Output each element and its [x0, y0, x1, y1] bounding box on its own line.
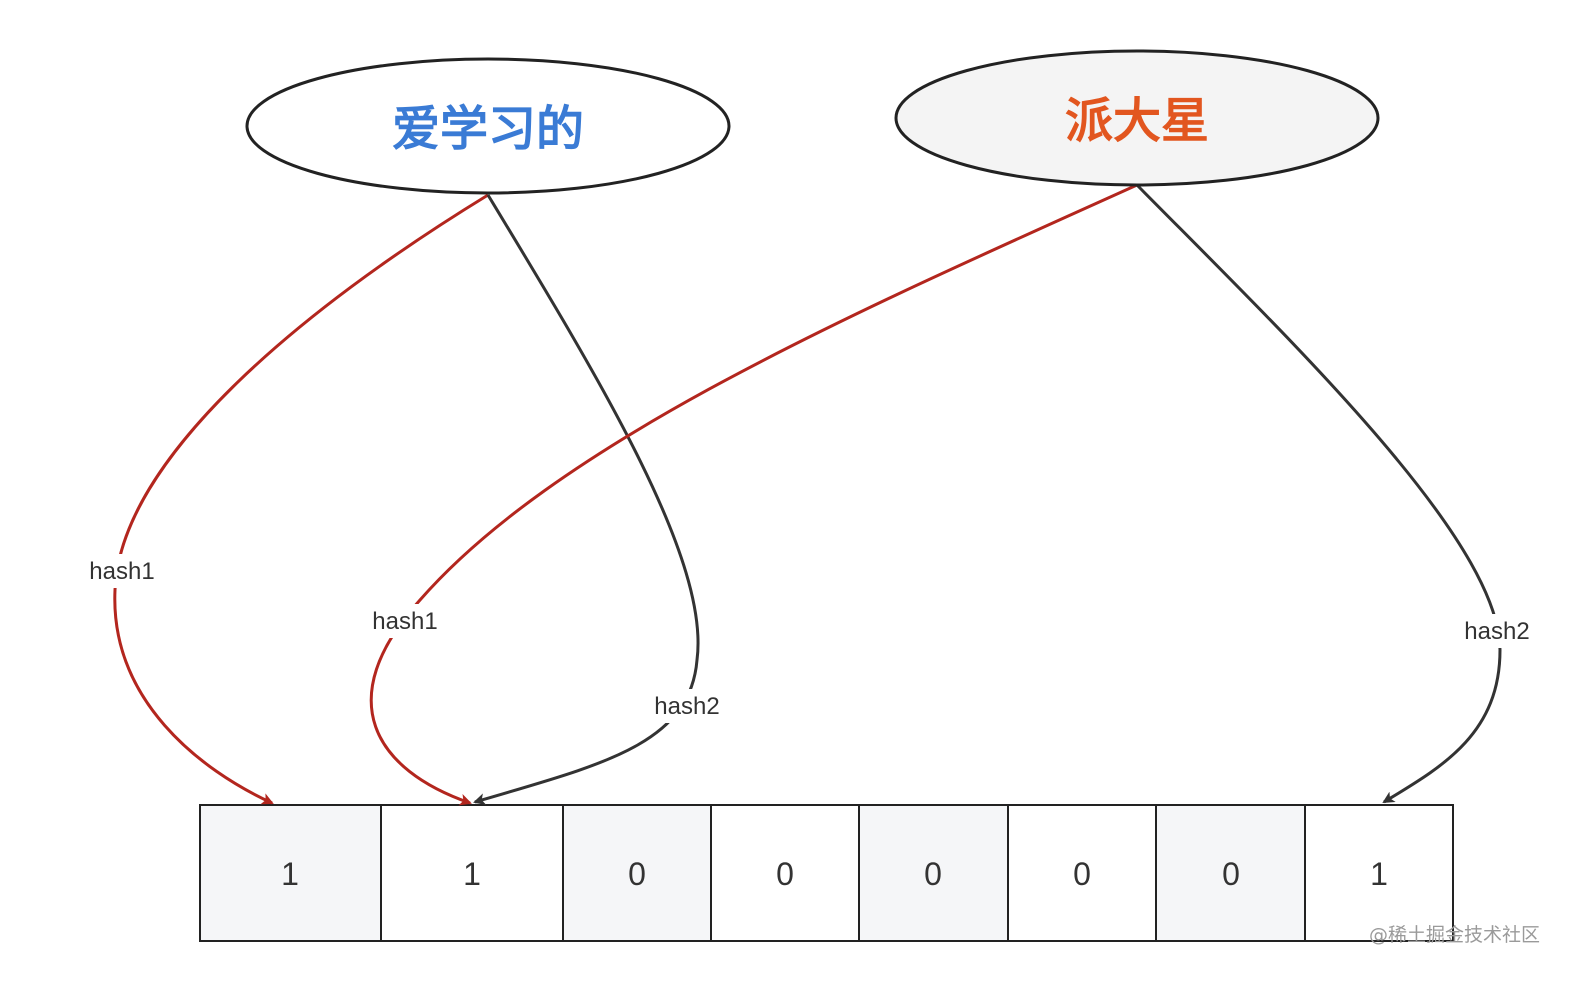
- bit-cell-box: [1304, 804, 1454, 942]
- bit-array: 1 1 0 0 0 0 0 1: [199, 804, 1454, 942]
- bit-cell-box: [562, 804, 712, 942]
- edge-b-hash2: [1135, 183, 1502, 804]
- edge-a-hash2: [473, 194, 700, 805]
- bit-cell-box: [199, 804, 382, 942]
- bit-cell-value: 0: [1073, 856, 1091, 892]
- watermark: @稀土掘金技术社区: [1369, 924, 1540, 946]
- edge-label-bg: [369, 604, 441, 638]
- edge-label-bg: [649, 689, 725, 723]
- edge-label-a-hash2: hash2: [654, 693, 719, 720]
- edge-label-bg: [1459, 614, 1535, 648]
- bit-cell-box: [1155, 804, 1306, 942]
- edge-b-hash1: [369, 183, 1138, 806]
- node-b: 派大星: [894, 49, 1380, 187]
- bit-cell-value: 1: [281, 856, 299, 892]
- edge-label-b-hash1: hash1: [372, 608, 437, 635]
- node-b-label: 派大星: [1065, 93, 1209, 149]
- bit-cell: 1: [199, 804, 382, 942]
- bit-cell-box: [380, 804, 564, 942]
- edge-a-hash1: [113, 193, 489, 805]
- bit-cell: 0: [562, 804, 712, 942]
- node-a: 爱学习的: [245, 57, 731, 195]
- edge-labels: hash1 hash2 hash1 hash2: [86, 554, 1535, 723]
- bit-cell-value: 0: [776, 856, 794, 892]
- edge-label-b-hash2: hash2: [1464, 618, 1529, 645]
- node-a-label: 爱学习的: [392, 101, 584, 157]
- bit-cell-value: 1: [1370, 856, 1388, 892]
- bit-cell: 0: [710, 804, 860, 942]
- bit-cell-box: [710, 804, 860, 942]
- edge-label-bg: [86, 554, 158, 588]
- node-b-ellipse: [894, 49, 1380, 187]
- bit-cell: 1: [380, 804, 564, 942]
- bit-cell: 0: [1155, 804, 1306, 942]
- node-a-ellipse: [245, 57, 731, 195]
- bit-cell-box: [858, 804, 1009, 942]
- bit-cell-value: 0: [1222, 856, 1240, 892]
- bit-cell: 1: [1304, 804, 1454, 942]
- edge-label-a-hash1: hash1: [89, 558, 154, 585]
- bit-cell-value: 0: [628, 856, 646, 892]
- bit-cell: 0: [858, 804, 1009, 942]
- bit-cell-value: 0: [924, 856, 942, 892]
- bit-cell: 0: [1007, 804, 1157, 942]
- edges: [113, 183, 1502, 806]
- bit-cell-value: 1: [463, 856, 481, 892]
- bit-cell-box: [1007, 804, 1157, 942]
